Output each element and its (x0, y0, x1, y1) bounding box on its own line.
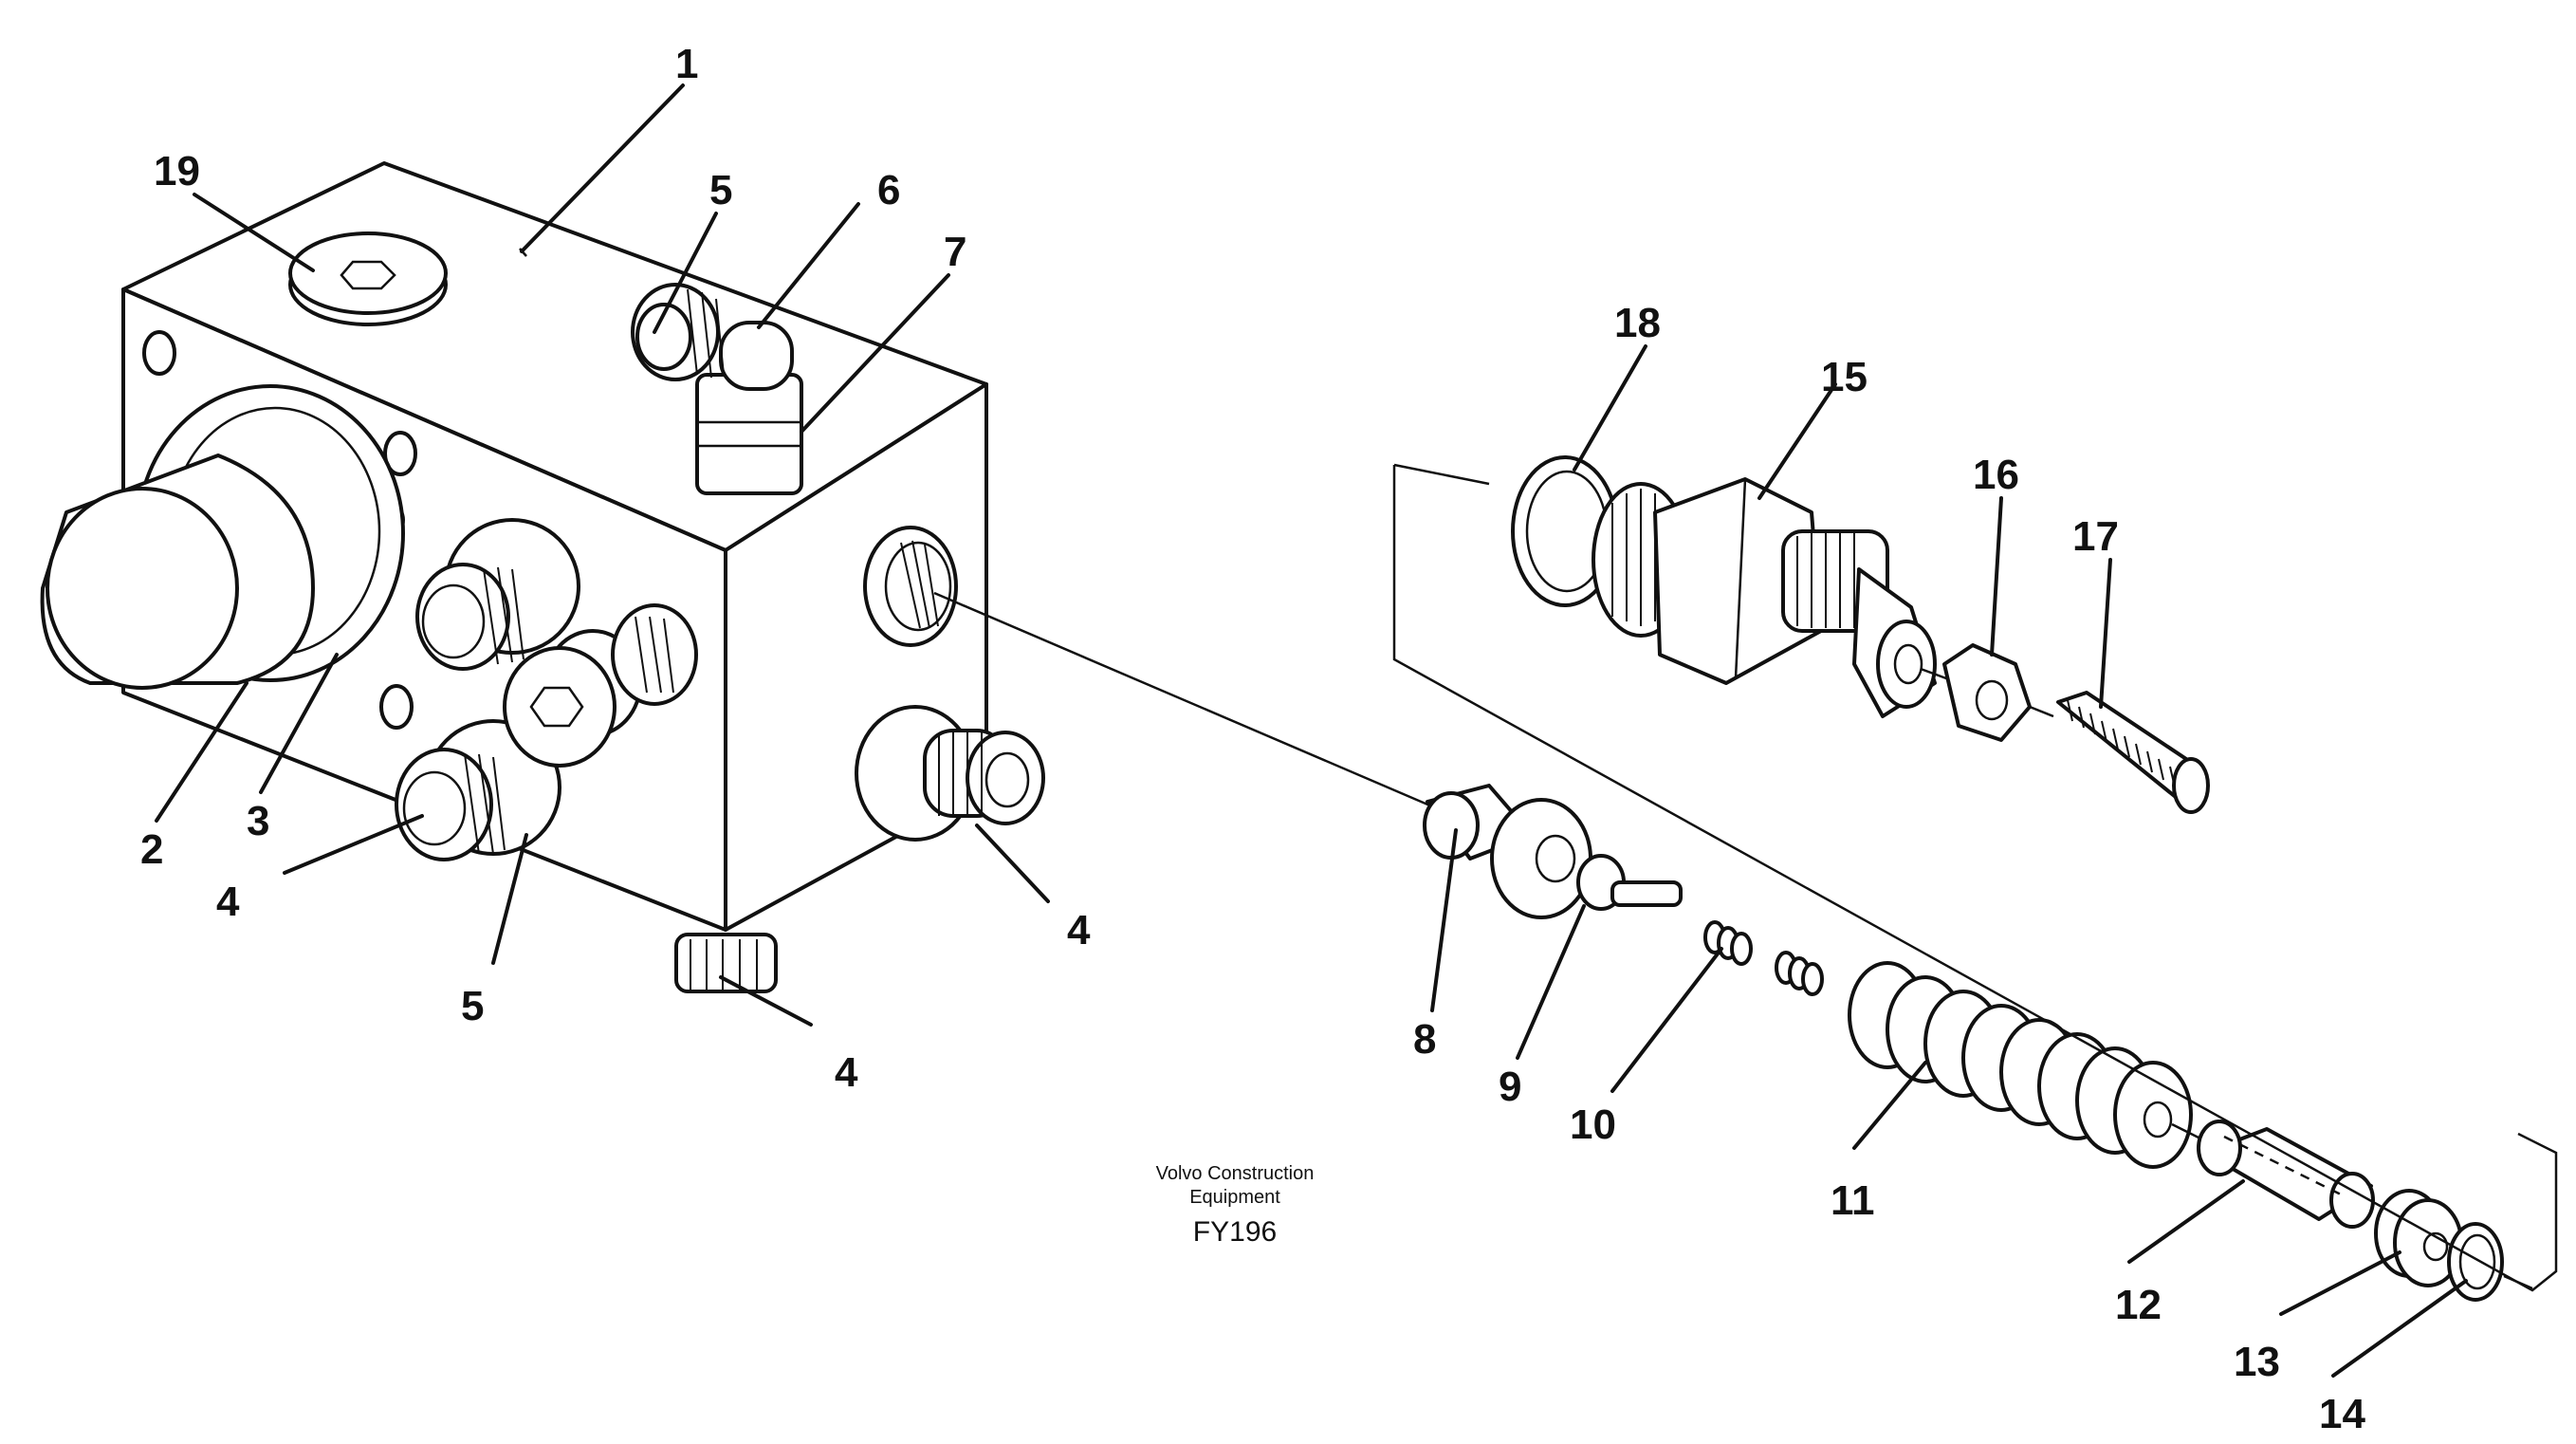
callout-4-right: 4 (1067, 907, 1091, 953)
callout-4-left: 4 (216, 879, 240, 925)
front-port-upper (415, 518, 580, 671)
part-9-washer (1490, 798, 1683, 919)
callout-13: 13 (2234, 1339, 2280, 1385)
top-plug-19 (288, 231, 448, 326)
leader-lines (155, 83, 2468, 1378)
part-12-sleeve (2197, 1120, 2375, 1229)
small-plug-5 (503, 603, 698, 768)
caption-line-2: Equipment (1189, 1187, 1280, 1208)
assembly-axis (933, 591, 1433, 808)
callout-3: 3 (247, 798, 269, 844)
callout-12: 12 (2115, 1282, 2162, 1328)
callout-4-bottom: 4 (835, 1049, 858, 1096)
right-port-fitting (855, 705, 1045, 842)
callout-numbers: 1 19 5 6 7 2 3 4 5 4 4 8 9 10 11 12 13 1… (140, 41, 2365, 1437)
caption-code: FY196 (1193, 1216, 1277, 1248)
callout-1: 1 (675, 41, 698, 87)
callout-14: 14 (2319, 1391, 2365, 1437)
part-10-small-springs (1703, 920, 1824, 996)
caption-line-1: Volvo Construction (1156, 1163, 1315, 1184)
part-17-screw (2056, 691, 2210, 814)
callout-5-bottom: 5 (461, 983, 484, 1029)
part-18-ring (1511, 455, 1619, 607)
part-14-ring (2447, 1222, 2504, 1302)
callout-9: 9 (1499, 1064, 1521, 1110)
elbow-fitting-6-7 (631, 283, 803, 495)
large-cap-2-3 (40, 384, 405, 690)
bottom-fitting (674, 933, 778, 993)
figure-caption: Volvo Construction Equipment FY196 (1156, 1163, 1315, 1248)
callout-7: 7 (944, 229, 966, 275)
part-15-housing (1592, 477, 1937, 718)
kit-outline (1392, 465, 2558, 1292)
callout-10: 10 (1570, 1102, 1616, 1148)
callout-16: 16 (1973, 452, 2019, 498)
callout-15: 15 (1821, 354, 1868, 400)
callout-2: 2 (140, 826, 163, 873)
right-port-open (863, 526, 958, 647)
callout-18: 18 (1614, 300, 1661, 346)
callout-19: 19 (154, 148, 200, 194)
callout-11: 11 (1831, 1177, 1875, 1224)
callout-8: 8 (1413, 1016, 1436, 1063)
callout-17: 17 (2072, 513, 2119, 560)
kit-outline-top (1393, 463, 1490, 486)
adjust-axis-2 (2029, 705, 2054, 718)
callout-5-top: 5 (709, 167, 732, 213)
part-11-large-spring (1848, 961, 2193, 1169)
part-16-nut (1942, 643, 2032, 742)
callout-6: 6 (877, 167, 900, 213)
